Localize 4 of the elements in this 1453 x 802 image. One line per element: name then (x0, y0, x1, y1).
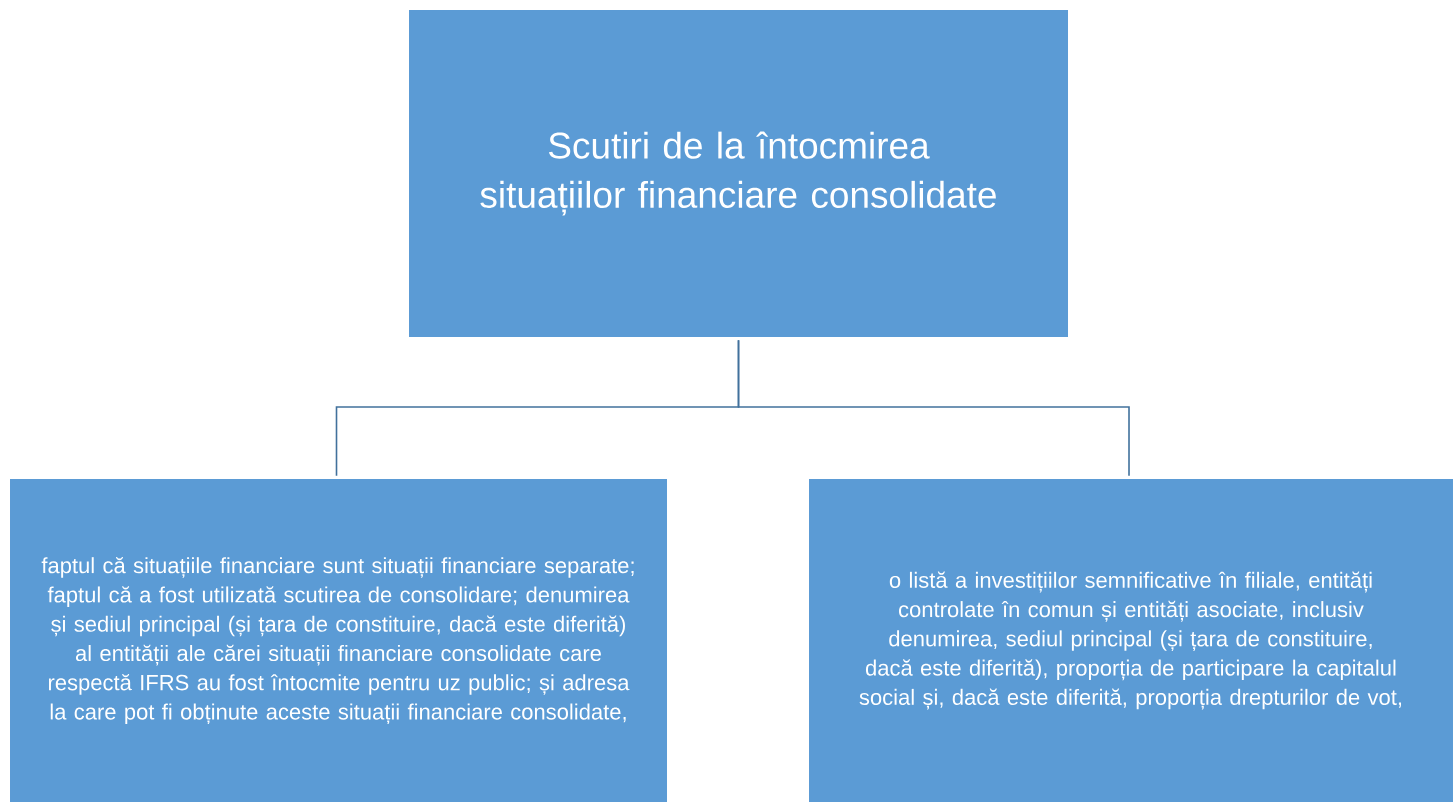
text-box: o listă a investițiilor semnificative în filiale, entități controlate în comun și entități asociate, inclusiv denumirea, sediul principal (și țara de constituire, dacă este diferită), proporția de participare la capitalul social și, dacă este diferită, proporția drepturilor de vot, (809, 479, 1453, 802)
connector-line (737, 339, 1130, 477)
text-box: faptul că situațiile financiare sunt situații financiare separate; faptul că a fost utilizată scutirea de consolidare; denumirea și sediul principal (și țara de constituire, dacă este diferită) al entității ale cărei situații financiare consolidate care respectă IFRS au fost întocmite pentru uz public; și adresa la care pot fi obținute aceste situații financiare consolidate, (10, 479, 667, 802)
text-box: Scutiri de la întocmirea situațiilor financiare consolidate (409, 10, 1068, 337)
